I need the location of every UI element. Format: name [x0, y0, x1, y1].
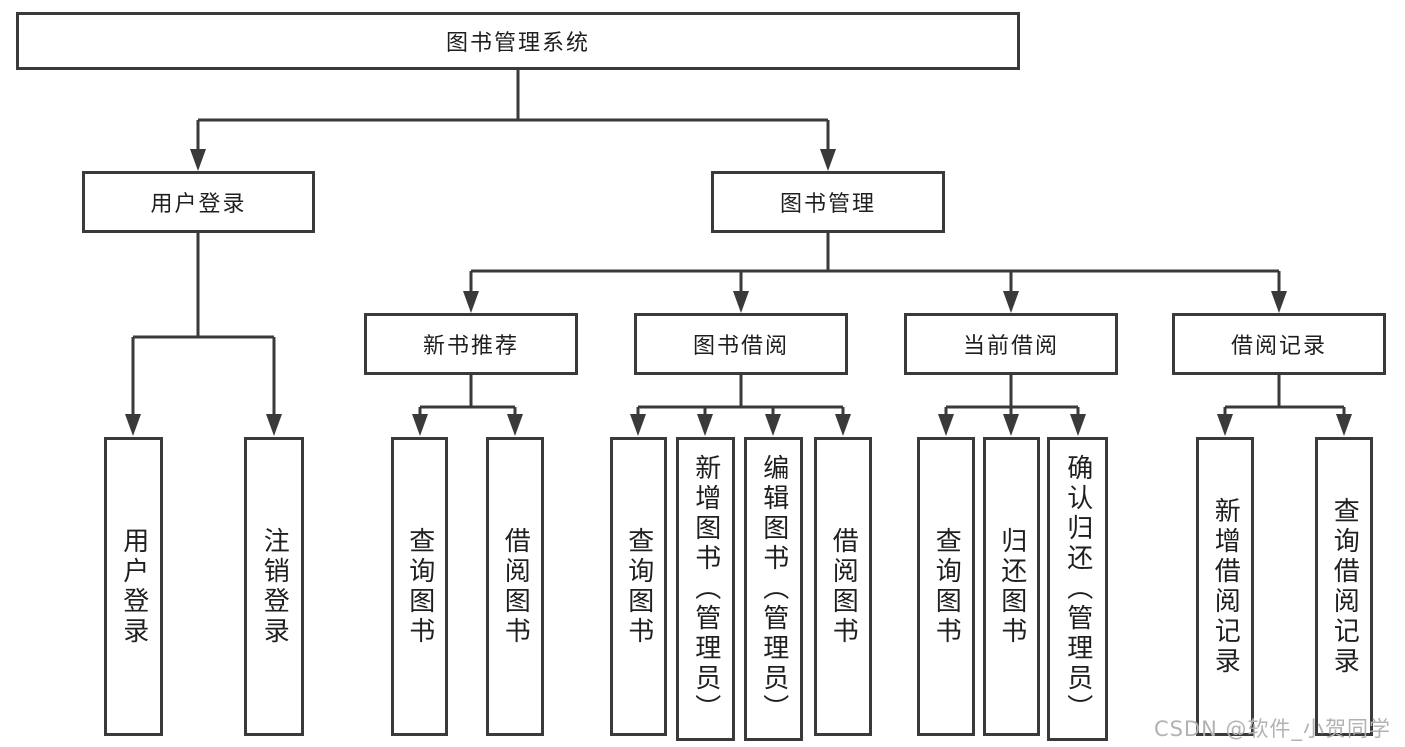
- node-user-login: 用户登录: [82, 171, 315, 233]
- node-root-label: 图书管理系统: [445, 31, 590, 56]
- leaf-recommend-borrow-books: 借阅图书: [486, 437, 544, 736]
- node-current-borrow-label: 当前借阅: [962, 334, 1059, 359]
- node-book-management: 图书管理: [711, 171, 945, 233]
- leaf-current-query-books: 查询图书: [917, 437, 975, 736]
- node-book-borrow: 图书借阅: [634, 313, 848, 375]
- connector-recommend-to-leaves: [412, 375, 523, 436]
- node-book-management-label: 图书管理: [779, 192, 876, 217]
- leaf-records-add-record-label: 新增借阅记录: [1210, 496, 1241, 677]
- leaf-borrow-add-books-admin: 新增图书（管理员）: [676, 437, 735, 741]
- leaf-borrow-edit-books-admin: 编辑图书（管理员）: [744, 437, 803, 741]
- node-borrow-records: 借阅记录: [1172, 313, 1386, 375]
- leaf-records-query-record-label: 查询借阅记录: [1329, 496, 1360, 677]
- leaf-borrow-borrow-books-label: 借阅图书: [828, 526, 859, 647]
- leaf-recommend-borrow-books-label: 借阅图书: [500, 526, 531, 647]
- leaf-logout: 注销登录: [244, 437, 304, 736]
- node-borrow-records-label: 借阅记录: [1230, 334, 1327, 359]
- leaf-borrow-edit-books-admin-label: 编辑图书（管理员）: [758, 454, 789, 724]
- connector-borrow-to-leaves: [630, 375, 851, 436]
- connector-records-to-leaves: [1217, 375, 1352, 436]
- csdn-watermark: CSDN @软件_小贺同学: [1153, 717, 1391, 741]
- connector-login-to-leaves: [125, 233, 282, 436]
- node-user-login-label: 用户登录: [150, 192, 247, 217]
- leaf-user-login: 用户登录: [104, 437, 163, 736]
- leaf-borrow-borrow-books: 借阅图书: [814, 437, 872, 736]
- leaf-borrow-query-books-label: 查询图书: [623, 526, 654, 647]
- leaf-records-query-record: 查询借阅记录: [1315, 437, 1373, 736]
- leaf-recommend-query-books: 查询图书: [391, 437, 448, 736]
- leaf-current-return-books: 归还图书: [983, 437, 1040, 736]
- node-new-book-recommend: 新书推荐: [364, 313, 578, 375]
- leaf-recommend-query-books-label: 查询图书: [404, 526, 435, 647]
- connector-root-to-level2: [190, 69, 836, 171]
- connector-management-to-level3: [463, 233, 1287, 313]
- leaf-borrow-add-books-admin-label: 新增图书（管理员）: [690, 454, 721, 724]
- leaf-borrow-query-books: 查询图书: [610, 437, 667, 736]
- node-root: 图书管理系统: [16, 12, 1020, 70]
- leaf-logout-label: 注销登录: [259, 526, 290, 647]
- leaf-current-confirm-return-admin: 确认归还（管理员）: [1047, 437, 1108, 741]
- leaf-current-query-books-label: 查询图书: [931, 526, 962, 647]
- leaf-user-login-label: 用户登录: [118, 526, 149, 647]
- connector-current-to-leaves: [938, 375, 1086, 436]
- node-book-borrow-label: 图书借阅: [692, 334, 789, 359]
- leaf-current-confirm-return-admin-label: 确认归还（管理员）: [1062, 454, 1093, 724]
- leaf-records-add-record: 新增借阅记录: [1196, 437, 1254, 736]
- node-new-book-recommend-label: 新书推荐: [422, 334, 519, 359]
- node-current-borrow: 当前借阅: [904, 313, 1118, 375]
- leaf-current-return-books-label: 归还图书: [996, 526, 1027, 647]
